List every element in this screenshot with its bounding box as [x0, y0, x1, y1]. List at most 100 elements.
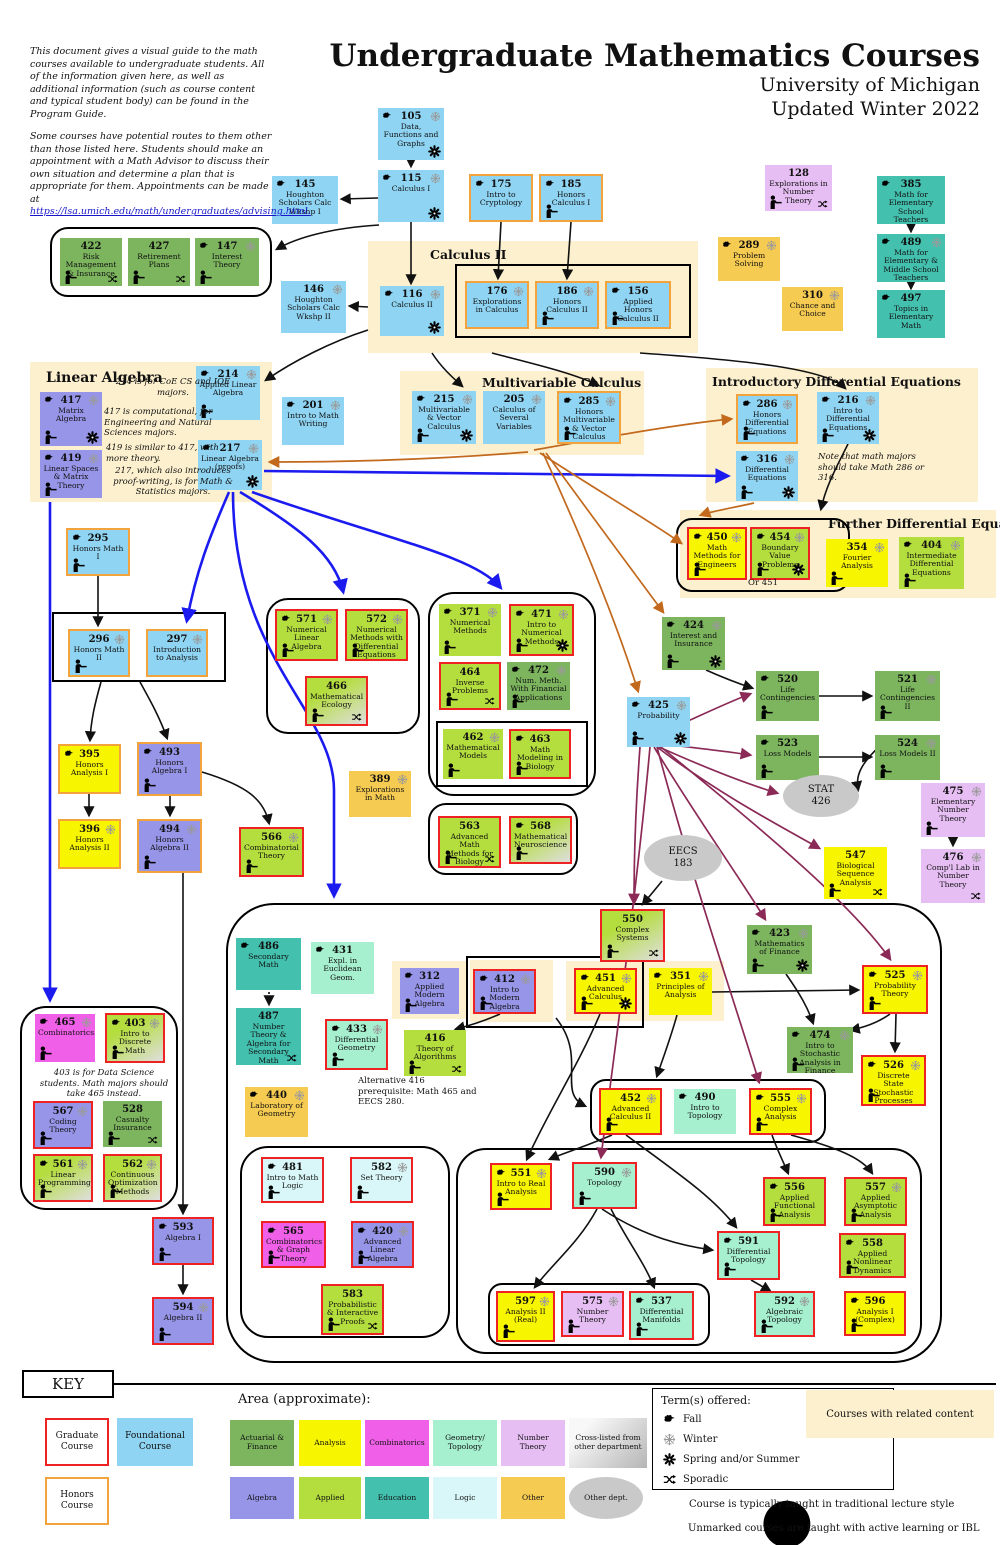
course-number: 403: [124, 1018, 146, 1029]
course-number: 433: [346, 1024, 367, 1035]
sporadic-icon: [816, 199, 829, 209]
spring-icon: [674, 732, 687, 745]
lecture-icon: [443, 850, 458, 864]
course-number: 297: [166, 634, 188, 645]
winter-icon: [621, 973, 632, 984]
fall-icon: [198, 241, 210, 251]
course-title: Intro to Modern Algebra: [489, 984, 520, 1011]
course-number: 521: [897, 674, 918, 685]
winter-icon: [711, 620, 722, 631]
lecture-icon: [43, 430, 58, 444]
winter-icon: [105, 824, 116, 835]
fall-icon: [634, 1296, 646, 1306]
winter-icon: [487, 607, 498, 618]
fall-icon: [356, 1226, 368, 1236]
annotation-note: 217, which also introduces proof-writing…: [113, 466, 233, 498]
fall-icon: [514, 609, 526, 619]
lecture-icon: [610, 311, 625, 325]
course-title: Theory of Algorithms: [413, 1043, 457, 1061]
spring-icon: [246, 475, 259, 488]
course-number: 475: [942, 786, 964, 797]
sporadic-icon: [285, 1053, 298, 1063]
fall-icon: [266, 1162, 278, 1172]
course-title: Intro to Real Analysis: [496, 1178, 546, 1196]
course-number: 450: [706, 532, 728, 543]
winter-icon: [330, 400, 341, 411]
course-title: Comp'l Lab in Number Theory: [926, 862, 980, 889]
course-title: Casualty Insurance: [113, 1114, 152, 1132]
fall-icon: [880, 237, 892, 247]
course-title: Explorations in Calculus: [472, 296, 522, 314]
course-number: 597: [515, 1296, 536, 1307]
course-number: 389: [369, 774, 391, 785]
advising-link[interactable]: https://lsa.umich.edu/math/undergraduate…: [30, 206, 311, 218]
course-title: Number Theory & Algebra for Secondary Ma…: [246, 1021, 291, 1065]
spring-icon: [863, 429, 876, 442]
course-number: 285: [578, 396, 600, 407]
course-title: Mathematical Neuroscience: [514, 831, 568, 849]
course-number: 205: [503, 394, 525, 405]
winter-icon: [88, 453, 99, 464]
course-title: Probabilistic & Interactive Proofs: [326, 1299, 379, 1326]
key-term-winter: Winter: [663, 1433, 717, 1446]
winter-icon: [531, 394, 542, 405]
winter-icon: [891, 1182, 902, 1193]
lecture-icon: [844, 1260, 859, 1274]
fall-icon: [157, 1222, 169, 1232]
winter-icon: [81, 1017, 92, 1028]
intro-paragraph-2: Some courses have potential routes to th…: [30, 131, 311, 218]
course-number: 547: [845, 850, 866, 861]
course-title: Honors Algebra II: [150, 834, 189, 852]
fall-icon: [768, 1182, 780, 1192]
winter-icon: [912, 970, 923, 981]
fall-icon: [415, 394, 427, 404]
lecture-icon: [849, 1208, 864, 1222]
course-title: Number Theory: [576, 1306, 609, 1324]
spring-icon: [86, 431, 99, 444]
course-title: Combinatorial Theory: [244, 842, 299, 860]
winter-icon: [556, 665, 567, 676]
course-title: Math for Elementary & Middle School Teac…: [883, 247, 939, 282]
course-title: Problem Solving: [732, 250, 766, 268]
key-graduate-course: Graduate Course: [45, 1418, 109, 1466]
lecture-icon: [38, 1046, 53, 1060]
lecture-icon: [878, 705, 893, 719]
course-number: 215: [433, 394, 455, 405]
course-title: Discrete State Stochastic Processes: [873, 1070, 914, 1105]
fall-icon: [759, 738, 771, 748]
spring-icon: [428, 321, 441, 334]
winter-icon: [77, 1159, 88, 1170]
group-honors-math2: [52, 612, 226, 682]
course-title: Matrix Algebra: [55, 405, 87, 423]
course-number: 425: [648, 700, 669, 711]
course-number: 463: [529, 734, 551, 745]
course-number: 412: [494, 974, 515, 985]
spring-icon: [428, 145, 441, 158]
course-number: 201: [302, 400, 324, 411]
key-title-box: KEY: [22, 1370, 114, 1398]
winter-icon: [77, 1106, 88, 1117]
key-terms-box: Term(s) offered: Fall Winter Spring and/…: [652, 1388, 894, 1490]
section-label: Introductory Differential Equations: [712, 374, 961, 389]
fall-icon: [110, 1018, 122, 1028]
course-title: Differential Topology: [726, 1246, 771, 1264]
course-number: 528: [122, 1104, 143, 1115]
fall-icon: [741, 399, 753, 409]
lecture-icon: [739, 485, 754, 499]
key-area-algebra: Algebra: [230, 1477, 294, 1519]
